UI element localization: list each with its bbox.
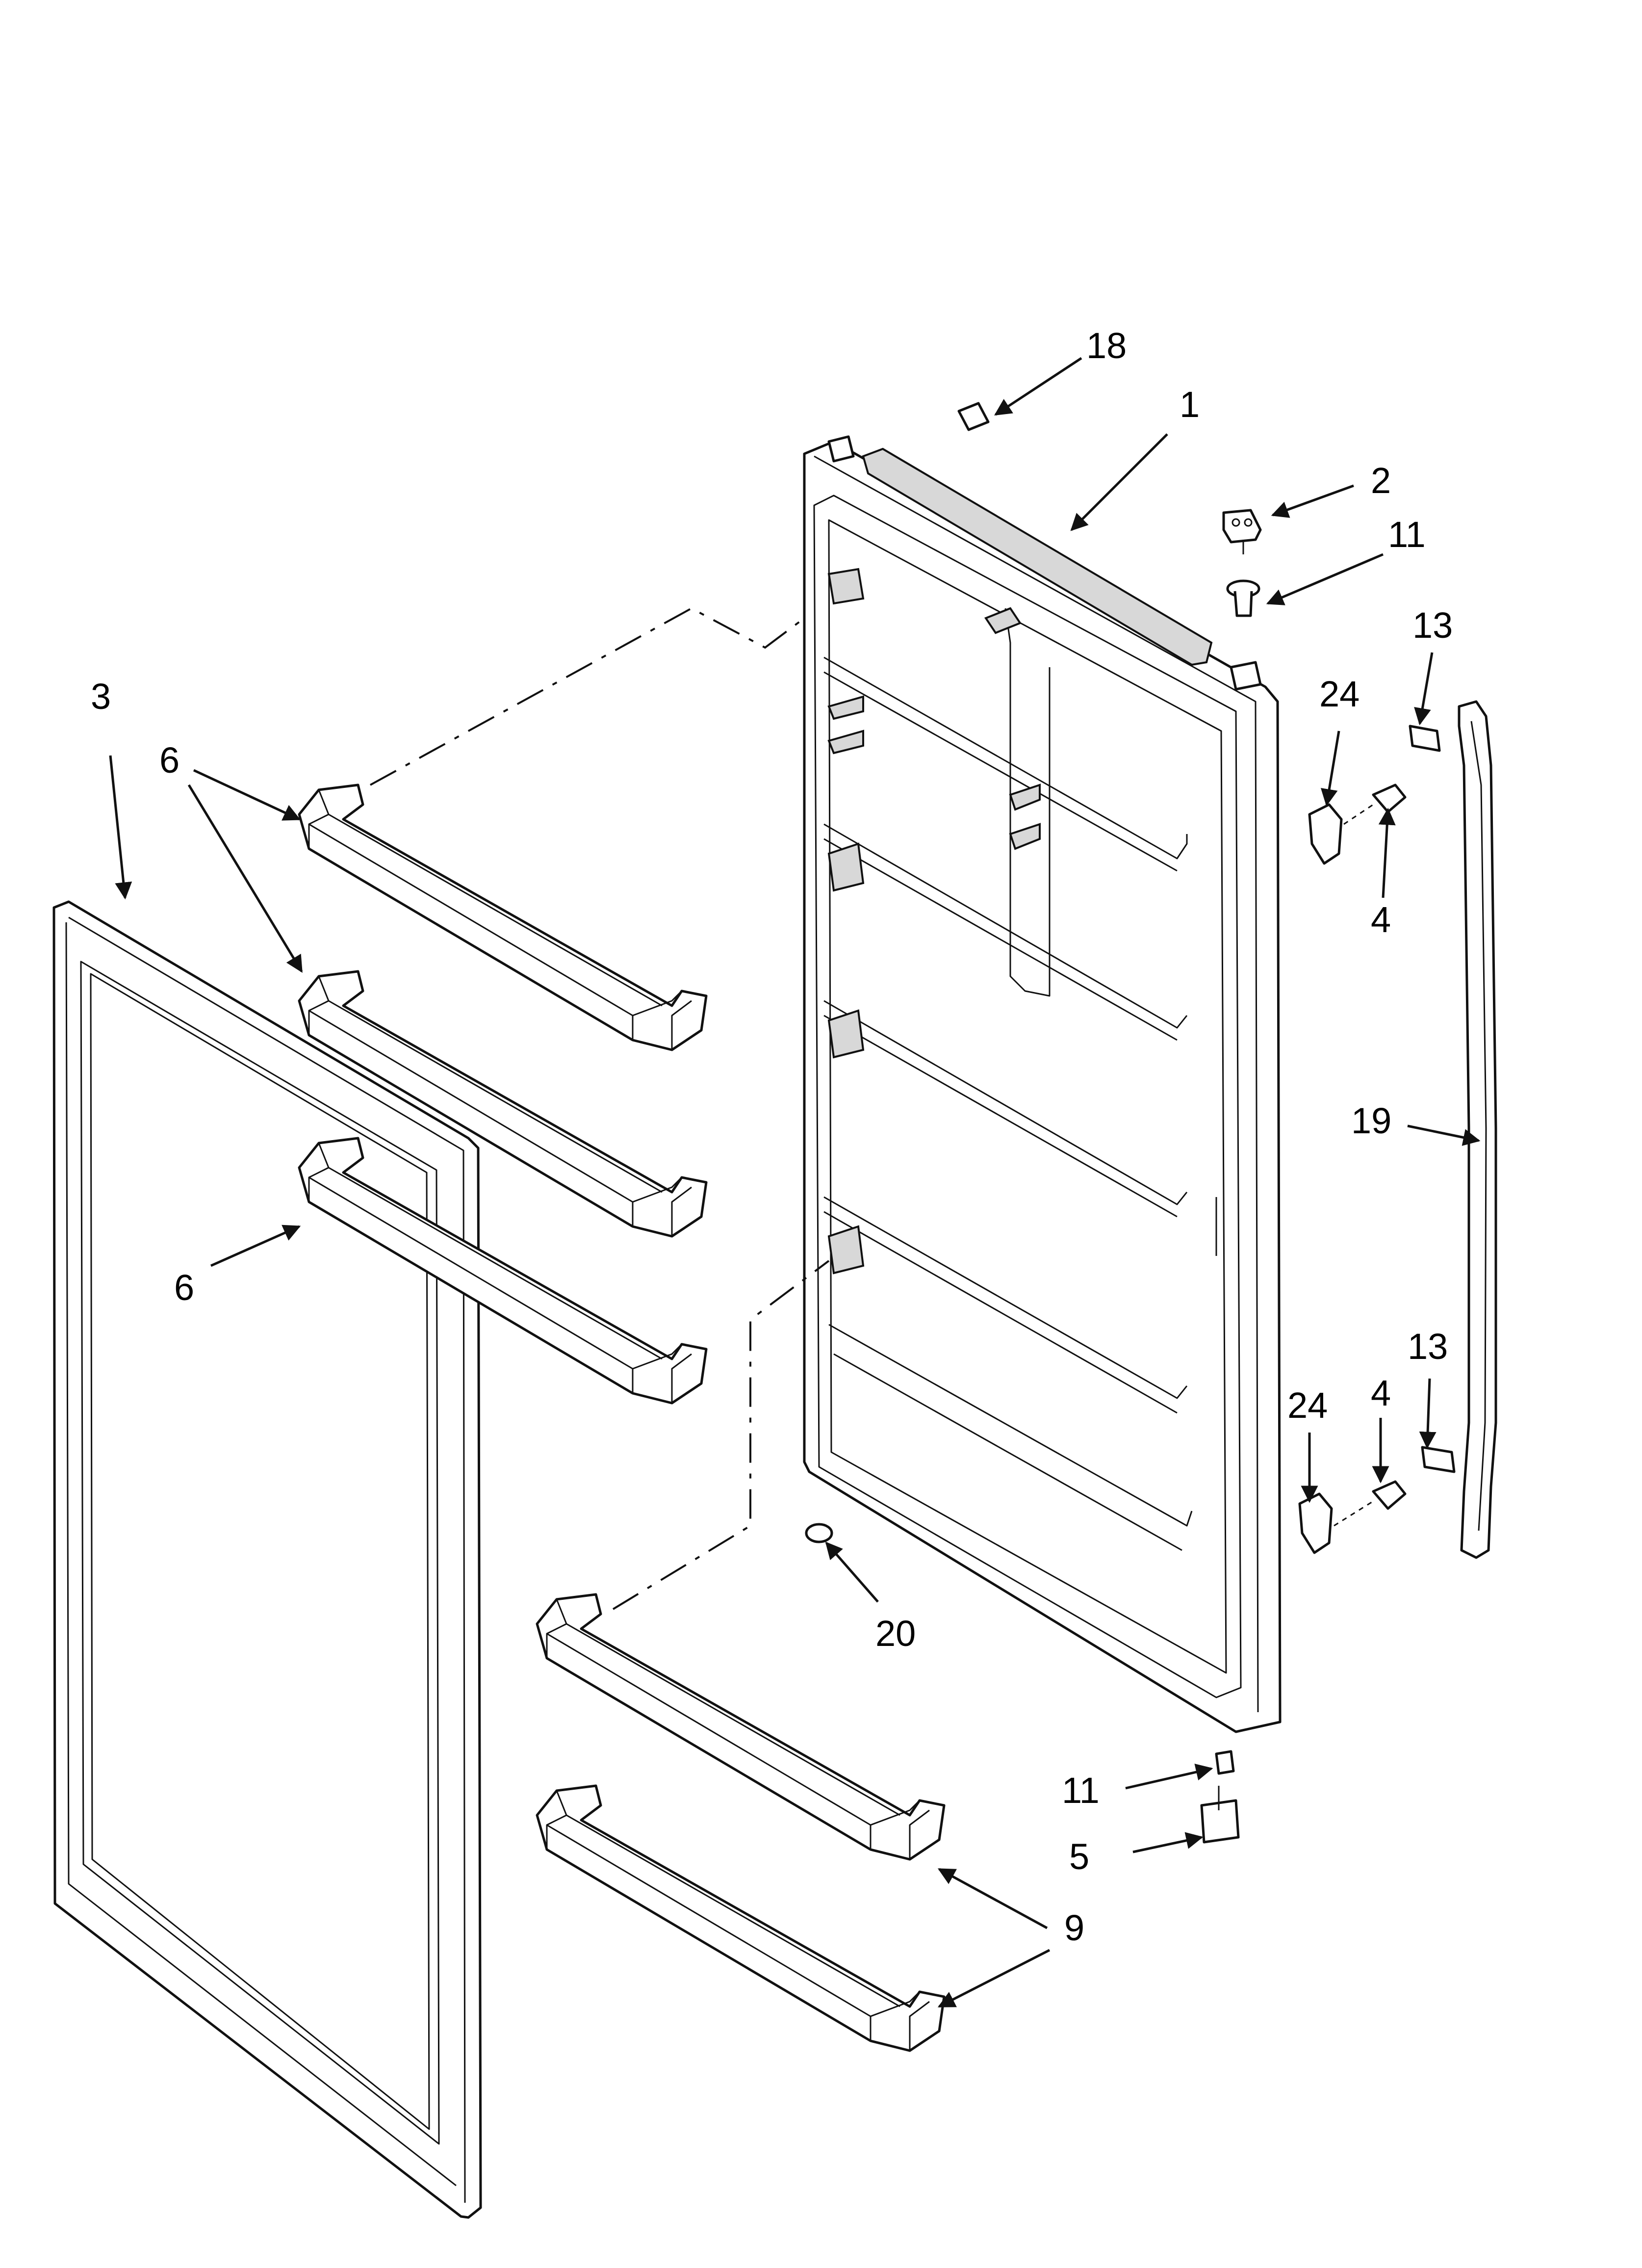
part-24-clip-lower [1298,1492,1333,1554]
part-13-screw-lower [1421,1446,1456,1473]
callout-9: 9 [1064,1907,1084,1948]
callout-18: 18 [1086,325,1127,366]
door-bin-upper-1 [299,785,706,1050]
part-11-bushing-top [1226,579,1260,617]
part-24-clip-upper [1308,803,1343,865]
callout-1: 1 [1180,384,1200,425]
door-assembly [803,435,1282,1733]
callout-20: 20 [875,1613,916,1654]
part-13-screw-upper [1409,725,1441,752]
callout-4-lower: 4 [1371,1373,1391,1413]
callout-5: 5 [1069,1836,1089,1877]
callout-6-upper: 6 [159,740,180,781]
part-11-bushing-bottom [1215,1750,1235,1775]
part-18-label [957,402,990,431]
callout-13-lower: 13 [1408,1326,1448,1367]
part-5-bottom-hinge [1200,1786,1240,1844]
part-2-top-hinge [1222,509,1262,554]
callout-11-bottom: 11 [1062,1770,1100,1811]
callout-4-upper: 4 [1371,899,1391,940]
callout-3: 3 [91,676,111,717]
part-19-door-handle [1458,700,1497,1559]
callout-24-lower: 24 [1287,1385,1328,1426]
part-4-screw-lower [1334,1480,1407,1527]
callout-6-lower: 6 [174,1267,194,1308]
leader-lines [109,357,1481,2008]
part-4-screw-upper [1343,783,1407,825]
callout-24-upper: 24 [1319,674,1360,714]
part-20-door-stop [805,1523,833,1543]
callout-11-top: 11 [1388,514,1426,555]
callout-2: 2 [1371,460,1391,501]
callout-19: 19 [1351,1100,1391,1141]
callout-13-upper: 13 [1412,605,1453,646]
